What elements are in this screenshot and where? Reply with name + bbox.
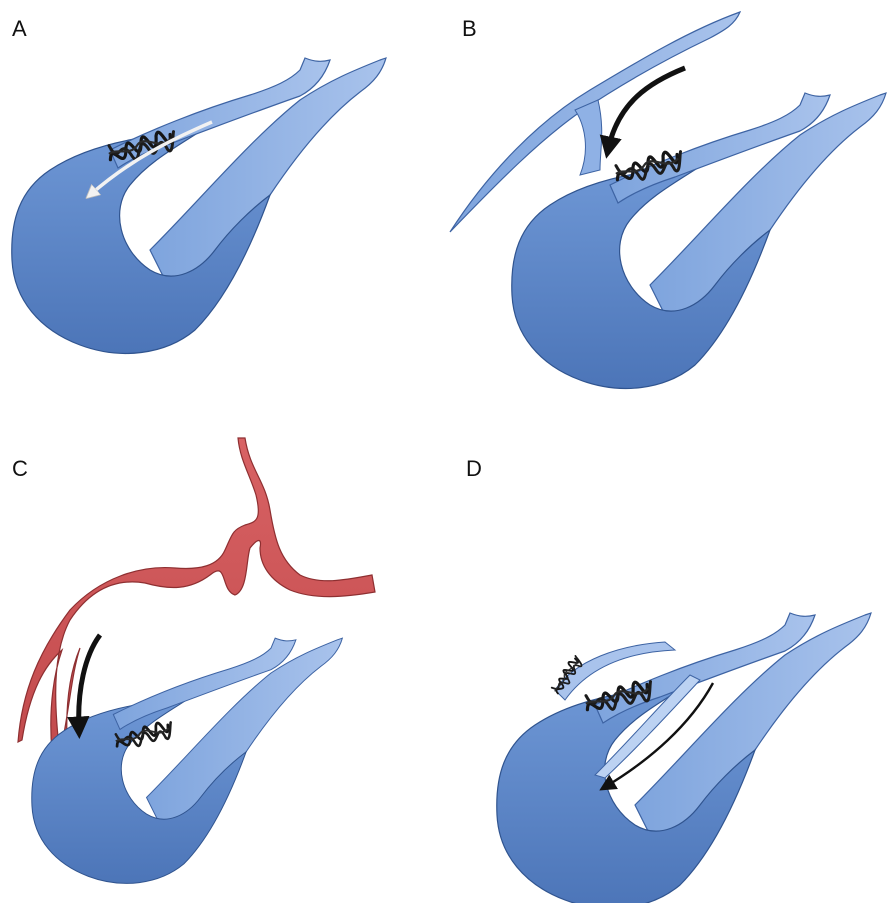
panel-d-vessel — [497, 613, 871, 903]
panel-b-connector — [575, 100, 602, 175]
panel-a-vessel — [12, 58, 386, 353]
panel-b-vessel — [512, 93, 886, 388]
panel-d-diagram — [497, 613, 871, 903]
panel-b-diagram — [450, 12, 886, 388]
panel-c-red-vessel — [18, 438, 375, 755]
panel-c-vessel — [32, 638, 343, 883]
panel-c-diagram — [18, 438, 375, 883]
panel-a-diagram — [12, 58, 386, 353]
